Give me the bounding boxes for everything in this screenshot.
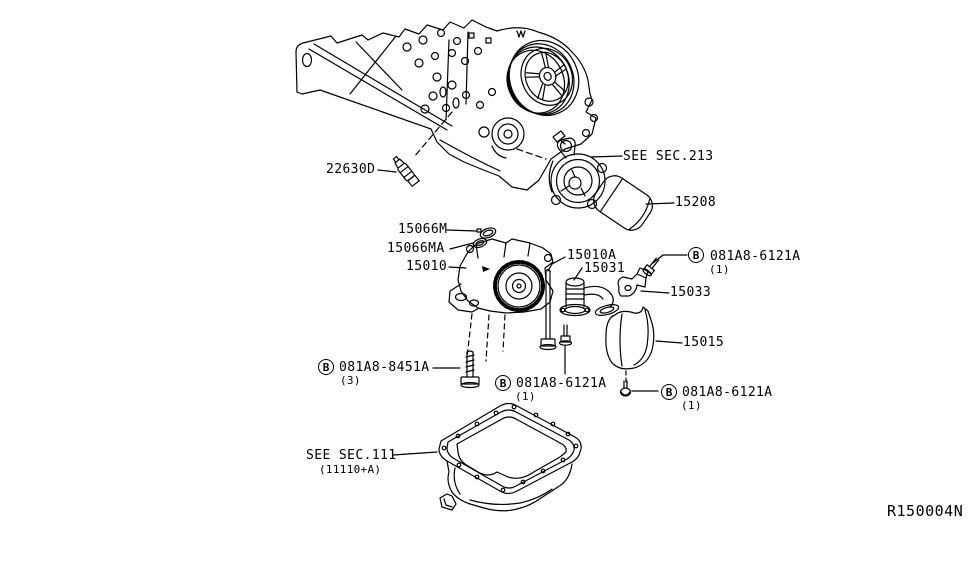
sensor-drawing bbox=[392, 155, 420, 187]
callout-sec111: SEE SEC.111 bbox=[306, 448, 397, 463]
b-circle-right: B bbox=[661, 384, 677, 400]
callout-oring-lower: 15066MA bbox=[387, 241, 445, 256]
callout-sec213: SEE SEC.213 bbox=[623, 149, 714, 164]
oring-drawing bbox=[472, 227, 497, 249]
callout-bolt-b6121-mid: 081A8-6121A bbox=[516, 376, 607, 391]
callout-bolt-b6121-upper-qty: (1) bbox=[709, 263, 730, 276]
callout-strainer: 15031 bbox=[584, 261, 626, 276]
callout-bolt-b6121-right: 081A8-6121A bbox=[682, 385, 773, 400]
oil-pan-drawing bbox=[438, 402, 582, 512]
pan-bolt-drawing bbox=[460, 350, 480, 389]
pump-bolt-drawing bbox=[539, 268, 557, 351]
callout-baffle: 15015 bbox=[683, 335, 725, 350]
b-circle-left: B bbox=[318, 359, 334, 375]
callout-bracket: 15033 bbox=[670, 285, 712, 300]
crank-pulley-drawing bbox=[506, 40, 580, 116]
strainer-drawing bbox=[558, 277, 620, 346]
callout-bolt-b6121-mid-qty: (1) bbox=[515, 390, 536, 403]
b-circle-mid: B bbox=[495, 375, 511, 391]
callout-oring-upper: 15066M bbox=[398, 222, 448, 237]
figure-ref-code: R150004N bbox=[887, 502, 964, 520]
baffle-drawing bbox=[605, 306, 655, 383]
callout-sensor: 22630D bbox=[326, 162, 376, 177]
sec213-part-drawing bbox=[548, 130, 608, 210]
oil-pump-drawing bbox=[448, 238, 554, 362]
callout-pump-bolt: 15010A bbox=[567, 248, 617, 263]
callout-bolt-b6121-upper: 081A8-6121A bbox=[710, 249, 801, 264]
callout-oil-filter: 15208 bbox=[675, 195, 717, 210]
callout-sec111-sub: (11110+A) bbox=[319, 463, 382, 476]
flange-bolt-drawing bbox=[619, 380, 632, 397]
callout-bolt-b8451-qty: (3) bbox=[340, 374, 361, 387]
callout-oil-pump: 15010 bbox=[406, 259, 448, 274]
leader-lines bbox=[377, 155, 688, 456]
callout-bolt-b8451: 081A8-8451A bbox=[339, 360, 430, 375]
callout-bolt-b6121-right-qty: (1) bbox=[681, 399, 702, 412]
front-cover-boss-drawing bbox=[491, 117, 525, 159]
b-circle-upper: B bbox=[688, 247, 704, 263]
oil-filter-drawing bbox=[593, 175, 653, 231]
engine-block-drawing bbox=[295, 19, 599, 191]
